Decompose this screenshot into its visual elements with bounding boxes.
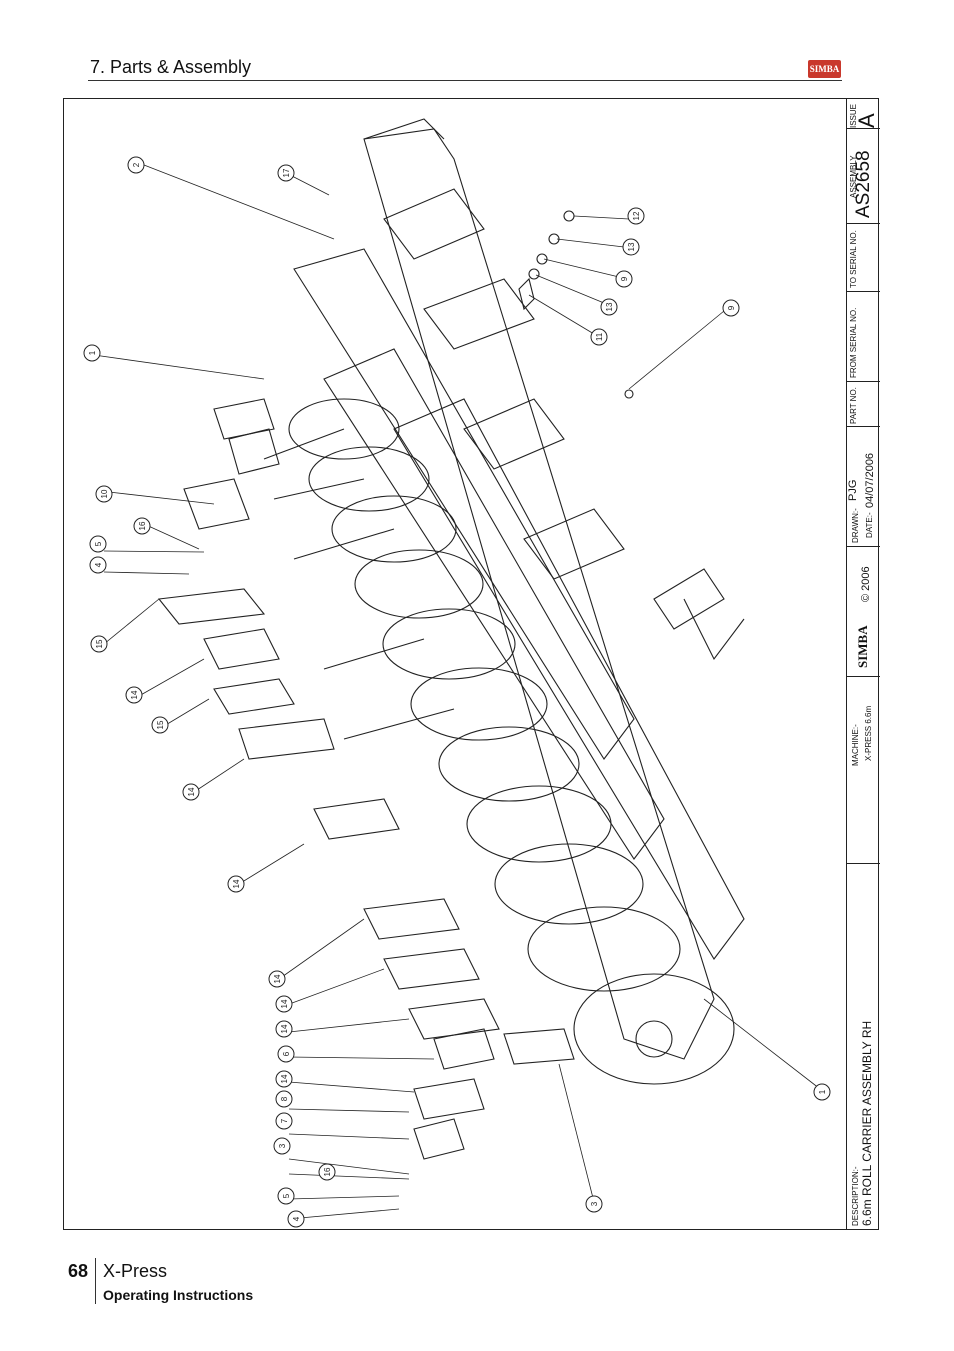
balloon bbox=[318, 1163, 336, 1181]
balloon bbox=[622, 238, 640, 256]
footer-divider bbox=[95, 1258, 96, 1304]
balloon-label: 14 bbox=[280, 1024, 289, 1033]
product-name: X-Press bbox=[103, 1261, 168, 1281]
balloon-label: 9 bbox=[620, 276, 629, 281]
balloon bbox=[627, 207, 645, 225]
balloon bbox=[127, 156, 145, 174]
balloon bbox=[600, 298, 618, 316]
balloon-label: 16 bbox=[138, 521, 147, 530]
balloon bbox=[151, 716, 169, 734]
page-number: 68 bbox=[68, 1261, 89, 1281]
copyright: © 2006 bbox=[860, 566, 872, 602]
balloon-label: 3 bbox=[278, 1143, 287, 1148]
balloon bbox=[90, 635, 108, 653]
balloon-label: 9 bbox=[727, 305, 736, 310]
balloon-label: 1 bbox=[88, 350, 97, 355]
balloon-label: 4 bbox=[292, 1216, 301, 1221]
balloon-label: 12 bbox=[632, 211, 641, 220]
balloon-label: 7 bbox=[280, 1118, 289, 1123]
balloon-label: 17 bbox=[282, 168, 291, 177]
balloon-label: 1 bbox=[818, 1089, 827, 1094]
date-label: DATE:- bbox=[865, 512, 874, 538]
description-value: 6.6m ROLL CARRIER ASSEMBLY RH bbox=[860, 1020, 874, 1226]
drawn-label: DRAWN:- bbox=[851, 508, 860, 543]
balloon-label: 11 bbox=[595, 332, 604, 341]
balloon-label: 5 bbox=[94, 541, 103, 546]
balloon bbox=[268, 970, 286, 988]
machine-value: X-PRESS 6.6m bbox=[864, 705, 873, 761]
to-serial-label: TO SERIAL NO. bbox=[849, 230, 858, 288]
balloon bbox=[590, 328, 608, 346]
balloon-label: 2 bbox=[132, 162, 141, 167]
balloon bbox=[585, 1195, 603, 1213]
balloon-label: 14 bbox=[280, 1074, 289, 1083]
issue-value: A bbox=[854, 113, 879, 128]
from-serial-label: FROM SERIAL NO. bbox=[849, 307, 858, 378]
description-label: DESCRIPTION:- bbox=[851, 1166, 860, 1226]
simba-logo: SIMBA bbox=[808, 60, 841, 78]
balloon bbox=[722, 299, 740, 317]
balloon bbox=[182, 783, 200, 801]
balloon-label: 14 bbox=[232, 879, 241, 888]
machine-label: MACHINE:- bbox=[851, 724, 860, 766]
balloon-label: 16 bbox=[323, 1167, 332, 1176]
balloon-label: 14 bbox=[130, 690, 139, 699]
balloon bbox=[277, 1187, 295, 1205]
balloon bbox=[89, 556, 107, 574]
manual-subtitle: Operating Instructions bbox=[103, 1287, 254, 1303]
balloon bbox=[275, 1112, 293, 1130]
assembly-drawing: 2 17 12 13 9 13 11 9 1 10 16 5 4 15 14 1… bbox=[83, 118, 831, 1228]
balloon-label: 14 bbox=[273, 974, 282, 983]
balloon bbox=[275, 1070, 293, 1088]
balloon bbox=[273, 1137, 291, 1155]
balloon bbox=[95, 485, 113, 503]
assembly-number: AS2658 bbox=[853, 150, 874, 218]
balloon bbox=[813, 1083, 831, 1101]
section-title: 7. Parts & Assembly bbox=[90, 57, 252, 77]
balloon-label: 10 bbox=[100, 489, 109, 498]
drawing-frame: 2 17 12 13 9 13 11 9 1 10 16 5 4 15 14 1… bbox=[63, 98, 879, 1230]
balloon bbox=[275, 1090, 293, 1108]
title-block: ISSUE A ASSEMBLY AS2658 TO SERIAL NO. FR… bbox=[846, 98, 880, 1230]
balloon bbox=[227, 875, 245, 893]
balloon bbox=[287, 1210, 305, 1228]
balloon bbox=[275, 1020, 293, 1038]
balloon bbox=[125, 686, 143, 704]
balloon bbox=[275, 995, 293, 1013]
balloon-label: 4 bbox=[94, 562, 103, 567]
header-divider bbox=[88, 80, 842, 81]
balloon-label: 5 bbox=[282, 1193, 291, 1198]
simba-logo-small: SIMBA bbox=[855, 625, 870, 668]
balloon bbox=[615, 270, 633, 288]
balloon bbox=[133, 517, 151, 535]
balloon bbox=[277, 164, 295, 182]
balloon-label: 3 bbox=[590, 1201, 599, 1206]
balloon-label: 8 bbox=[280, 1096, 289, 1101]
balloon-label: 15 bbox=[156, 720, 165, 729]
balloon-label: 15 bbox=[95, 639, 104, 648]
balloon-label: 13 bbox=[627, 242, 636, 251]
balloon-label: 13 bbox=[605, 302, 614, 311]
balloon bbox=[83, 344, 101, 362]
balloon bbox=[89, 535, 107, 553]
drawn-value: PJG bbox=[847, 479, 859, 501]
balloon-label: 14 bbox=[187, 787, 196, 796]
balloon bbox=[277, 1045, 295, 1063]
balloon-label: 6 bbox=[282, 1051, 291, 1056]
balloon-label: 14 bbox=[280, 999, 289, 1008]
part-no-label: PART NO. bbox=[849, 387, 858, 424]
date-value: 04/07/2006 bbox=[864, 452, 876, 508]
